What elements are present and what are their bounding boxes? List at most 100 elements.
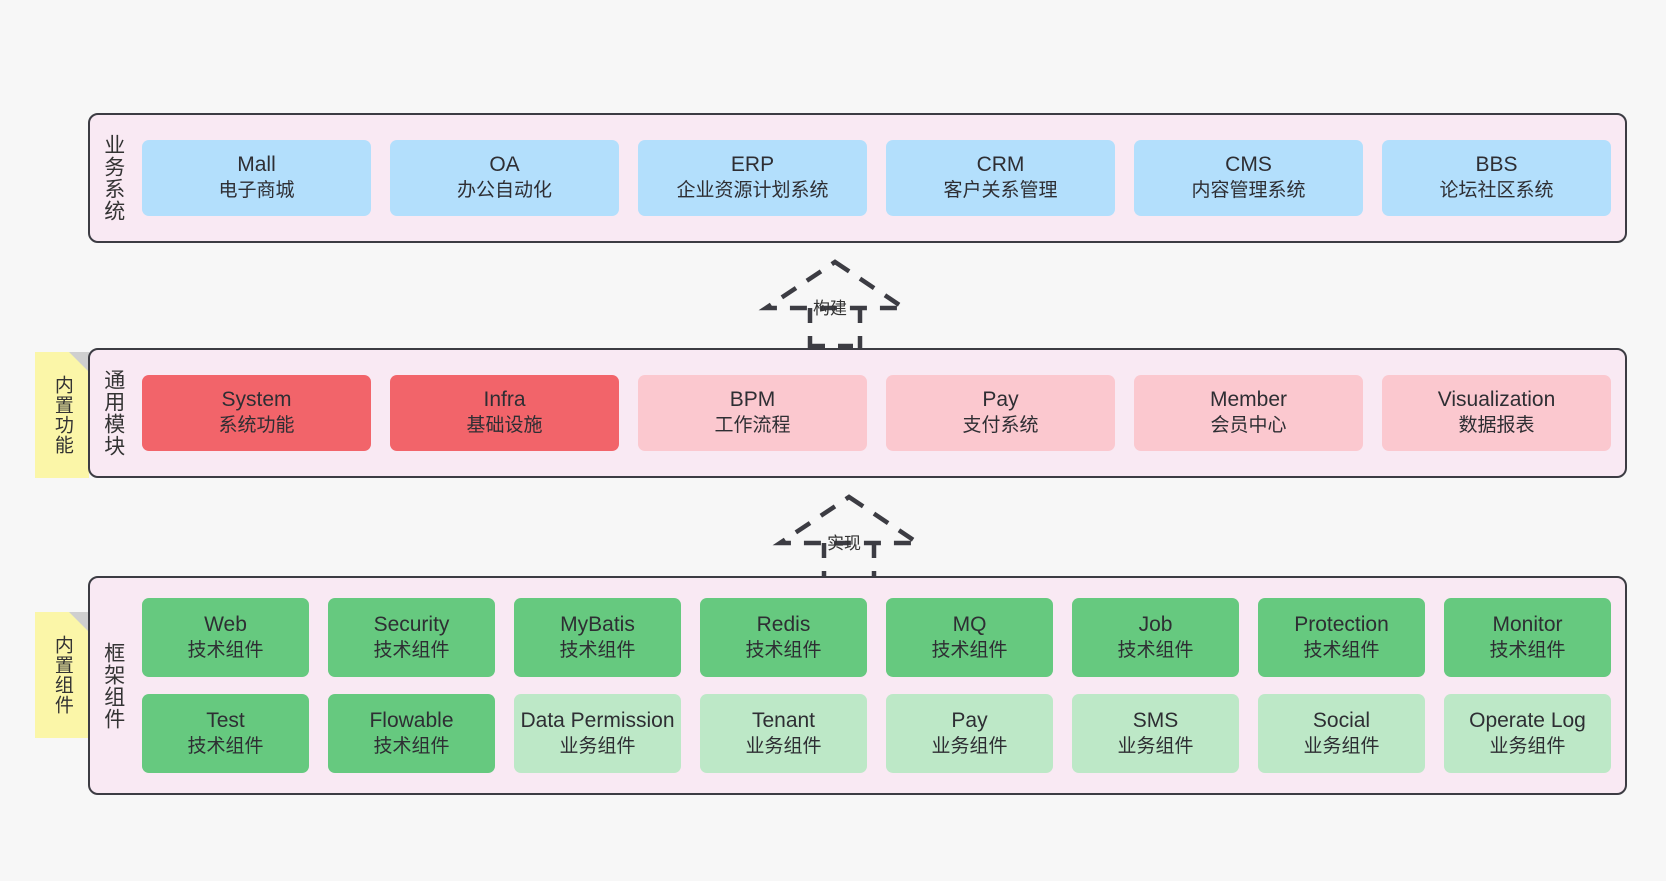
card-title-en: MQ: [952, 612, 987, 636]
layer-framework-component: 框架组件 Web 技术组件 Security 技术组件 MyBatis 技术组件…: [88, 576, 1627, 795]
card-title-cn: 支付系统: [962, 415, 1039, 437]
card-operate-log[interactable]: Operate Log 业务组件: [1444, 694, 1611, 773]
card-title-en: SMS: [1132, 708, 1179, 732]
card-title-cn: 论坛社区系统: [1439, 180, 1554, 202]
sticky-note-builtin-features: 内置功能: [35, 352, 89, 478]
card-bbs[interactable]: BBS 论坛社区系统: [1382, 140, 1611, 216]
card-title-en: CMS: [1225, 153, 1272, 177]
card-web[interactable]: Web 技术组件: [142, 598, 309, 677]
layer-common-module: 通用模块 System 系统功能 Infra 基础设施 BPM 工作流程 Pay…: [88, 348, 1627, 478]
card-test[interactable]: Test 技术组件: [142, 694, 309, 773]
layer-title-common-module: 通用模块: [101, 369, 125, 457]
card-row: Mall 电子商城 OA 办公自动化 ERP 企业资源计划系统 CRM 客户关系…: [142, 140, 1611, 216]
card-visualization[interactable]: Visualization 数据报表: [1382, 375, 1611, 451]
card-protection[interactable]: Protection 技术组件: [1258, 598, 1425, 677]
card-security[interactable]: Security 技术组件: [328, 598, 495, 677]
card-title-en: Pay: [951, 708, 988, 732]
card-title-cn: 业务组件: [1117, 735, 1194, 757]
sticky-note-builtin-components: 内置组件: [35, 612, 89, 738]
card-title-en: Test: [206, 708, 245, 732]
card-title-en: Mall: [237, 153, 276, 177]
card-title-cn: 技术组件: [1489, 639, 1566, 661]
card-bpm[interactable]: BPM 工作流程: [638, 375, 867, 451]
card-title-en: Infra: [483, 388, 526, 412]
card-title-en: Data Permission: [520, 708, 675, 732]
card-pay-component[interactable]: Pay 业务组件: [886, 694, 1053, 773]
card-title-cn: 工作流程: [714, 415, 791, 437]
card-pay[interactable]: Pay 支付系统: [886, 375, 1115, 451]
card-title-en: Protection: [1294, 612, 1389, 636]
card-title-cn: 技术组件: [187, 639, 264, 661]
connector-label-implement: 实现: [827, 534, 861, 553]
card-title-cn: 业务组件: [1303, 735, 1380, 757]
connector-label-build: 构建: [813, 299, 847, 318]
card-title-cn: 业务组件: [745, 735, 822, 757]
card-oa[interactable]: OA 办公自动化: [390, 140, 619, 216]
card-title-cn: 技术组件: [559, 639, 636, 661]
connector-implement: 实现: [766, 493, 932, 584]
card-row: Test 技术组件 Flowable 技术组件 Data Permission …: [142, 694, 1611, 773]
layer-body-business-system: Mall 电子商城 OA 办公自动化 ERP 企业资源计划系统 CRM 客户关系…: [136, 115, 1625, 241]
card-title-cn: 技术组件: [373, 735, 450, 757]
card-title-en: BPM: [729, 388, 776, 412]
card-title-en: OA: [489, 153, 520, 177]
card-title-cn: 客户关系管理: [943, 180, 1058, 202]
card-title-en: Visualization: [1437, 388, 1556, 412]
card-redis[interactable]: Redis 技术组件: [700, 598, 867, 677]
uml-realization-arrow-icon: [758, 259, 912, 349]
card-title-cn: 技术组件: [745, 639, 822, 661]
card-title-en: Flowable: [369, 708, 454, 732]
card-title-en: Security: [373, 612, 450, 636]
card-data-permission[interactable]: Data Permission 业务组件: [514, 694, 681, 773]
card-infra[interactable]: Infra 基础设施: [390, 375, 619, 451]
card-job[interactable]: Job 技术组件: [1072, 598, 1239, 677]
card-title-cn: 办公自动化: [456, 180, 552, 202]
card-title-cn: 基础设施: [466, 415, 543, 437]
card-title-en: ERP: [730, 153, 775, 177]
card-title-en: Tenant: [751, 708, 816, 732]
card-title-cn: 技术组件: [1303, 639, 1380, 661]
card-title-cn: 内容管理系统: [1191, 180, 1306, 202]
card-mall[interactable]: Mall 电子商城: [142, 140, 371, 216]
card-title-en: Pay: [982, 388, 1019, 412]
card-title-cn: 电子商城: [218, 180, 295, 202]
card-member[interactable]: Member 会员中心: [1134, 375, 1363, 451]
card-title-cn: 企业资源计划系统: [676, 180, 829, 202]
card-mybatis[interactable]: MyBatis 技术组件: [514, 598, 681, 677]
sticky-note-label: 内置功能: [51, 375, 73, 455]
card-tenant[interactable]: Tenant 业务组件: [700, 694, 867, 773]
card-erp[interactable]: ERP 企业资源计划系统: [638, 140, 867, 216]
card-system[interactable]: System 系统功能: [142, 375, 371, 451]
card-title-en: Operate Log: [1469, 708, 1586, 732]
card-cms[interactable]: CMS 内容管理系统: [1134, 140, 1363, 216]
connector-build: 构建: [752, 258, 918, 349]
layer-title-business-system: 业务系统: [101, 134, 125, 222]
card-title-en: Monitor: [1492, 612, 1563, 636]
card-monitor[interactable]: Monitor 技术组件: [1444, 598, 1611, 677]
card-title-en: MyBatis: [560, 612, 635, 636]
card-flowable[interactable]: Flowable 技术组件: [328, 694, 495, 773]
card-title-cn: 业务组件: [1489, 735, 1566, 757]
card-title-cn: 业务组件: [931, 735, 1008, 757]
card-title-cn: 技术组件: [373, 639, 450, 661]
card-row: System 系统功能 Infra 基础设施 BPM 工作流程 Pay 支付系统…: [142, 375, 1611, 451]
layer-body-framework-component: Web 技术组件 Security 技术组件 MyBatis 技术组件 Redi…: [136, 578, 1625, 793]
card-sms[interactable]: SMS 业务组件: [1072, 694, 1239, 773]
card-title-en: System: [221, 388, 292, 412]
card-title-cn: 数据报表: [1458, 415, 1535, 437]
card-mq[interactable]: MQ 技术组件: [886, 598, 1053, 677]
card-row: Web 技术组件 Security 技术组件 MyBatis 技术组件 Redi…: [142, 598, 1611, 677]
card-crm[interactable]: CRM 客户关系管理: [886, 140, 1115, 216]
card-title-en: Web: [204, 612, 247, 636]
card-title-cn: 业务组件: [559, 735, 636, 757]
card-title-en: BBS: [1475, 153, 1518, 177]
card-social[interactable]: Social 业务组件: [1258, 694, 1425, 773]
layer-business-system: 业务系统 Mall 电子商城 OA 办公自动化 ERP 企业资源计划系统 CRM…: [88, 113, 1627, 243]
layer-body-common-module: System 系统功能 Infra 基础设施 BPM 工作流程 Pay 支付系统…: [136, 350, 1625, 476]
card-title-cn: 系统功能: [218, 415, 295, 437]
card-title-cn: 会员中心: [1210, 415, 1287, 437]
card-title-en: Redis: [756, 612, 811, 636]
card-title-cn: 技术组件: [931, 639, 1008, 661]
card-title-en: Social: [1312, 708, 1371, 732]
